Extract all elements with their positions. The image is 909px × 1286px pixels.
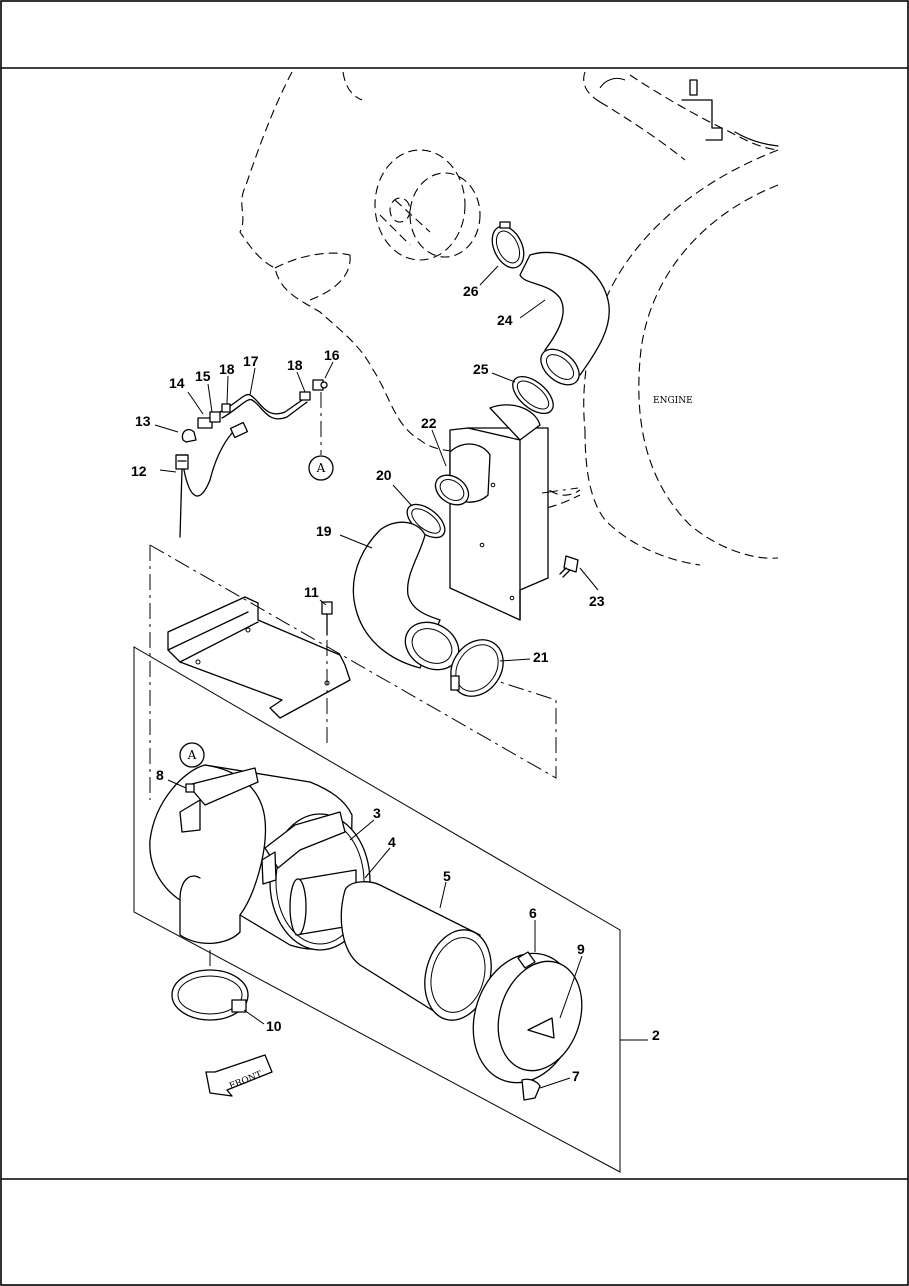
callout-19: 19 xyxy=(316,523,332,539)
callout-18-right: 18 xyxy=(287,357,303,373)
callout-8: 8 xyxy=(156,767,164,783)
reference-letter-a-top: A xyxy=(316,461,326,475)
callout-20: 20 xyxy=(376,467,392,483)
filter-element-5 xyxy=(340,881,492,1021)
callout-10: 10 xyxy=(266,1018,282,1034)
reference-marker-a-top: A xyxy=(308,392,334,481)
reference-letter-a-bottom: A xyxy=(187,748,197,762)
bracket-22 xyxy=(434,404,549,621)
callout-4: 4 xyxy=(388,834,396,850)
bolt-23 xyxy=(559,555,579,578)
callout-numbers: 26 24 25 22 20 19 21 23 11 12 13 14 15 1… xyxy=(131,283,660,1084)
callout-5: 5 xyxy=(443,868,451,884)
assembly-chain-lines xyxy=(149,487,579,800)
callout-9: 9 xyxy=(577,941,585,957)
dust-cap-6 xyxy=(472,951,583,1101)
engine-label: ENGINE xyxy=(653,396,693,406)
engine-top-detail xyxy=(599,77,779,147)
callout-13: 13 xyxy=(135,413,151,429)
sensor-harness xyxy=(175,379,328,538)
fitting-8 xyxy=(185,783,195,793)
callout-leaders xyxy=(154,265,599,1089)
front-direction-arrow: FRONT xyxy=(205,1054,273,1097)
mounting-plate xyxy=(167,596,351,745)
callout-7: 7 xyxy=(572,1068,580,1084)
callout-25: 25 xyxy=(473,361,489,377)
callout-18-left: 18 xyxy=(219,361,235,377)
clamp-21 xyxy=(450,639,504,697)
callout-15: 15 xyxy=(195,368,211,384)
clamp-25 xyxy=(512,375,554,415)
elbow-hose-24 xyxy=(519,251,610,386)
callout-23: 23 xyxy=(589,593,605,609)
callout-21: 21 xyxy=(533,649,549,665)
air-cleaner-assembly-outline xyxy=(133,646,648,1173)
elbow-hose-19 xyxy=(352,521,460,671)
callout-2: 2 xyxy=(652,1027,660,1043)
callout-22: 22 xyxy=(421,415,437,431)
callout-12: 12 xyxy=(131,463,147,479)
callout-11: 11 xyxy=(304,584,319,600)
callout-16: 16 xyxy=(324,347,340,363)
callout-14: 14 xyxy=(169,375,185,391)
callout-3: 3 xyxy=(373,805,381,821)
reference-marker-a-bottom: A xyxy=(179,742,205,768)
indicator-9 xyxy=(527,1017,555,1039)
callout-17: 17 xyxy=(243,353,259,369)
callout-6: 6 xyxy=(529,905,537,921)
clamp-26 xyxy=(491,221,525,269)
callout-26: 26 xyxy=(463,283,479,299)
callout-24: 24 xyxy=(497,312,513,328)
band-clamp-10 xyxy=(171,950,249,1021)
